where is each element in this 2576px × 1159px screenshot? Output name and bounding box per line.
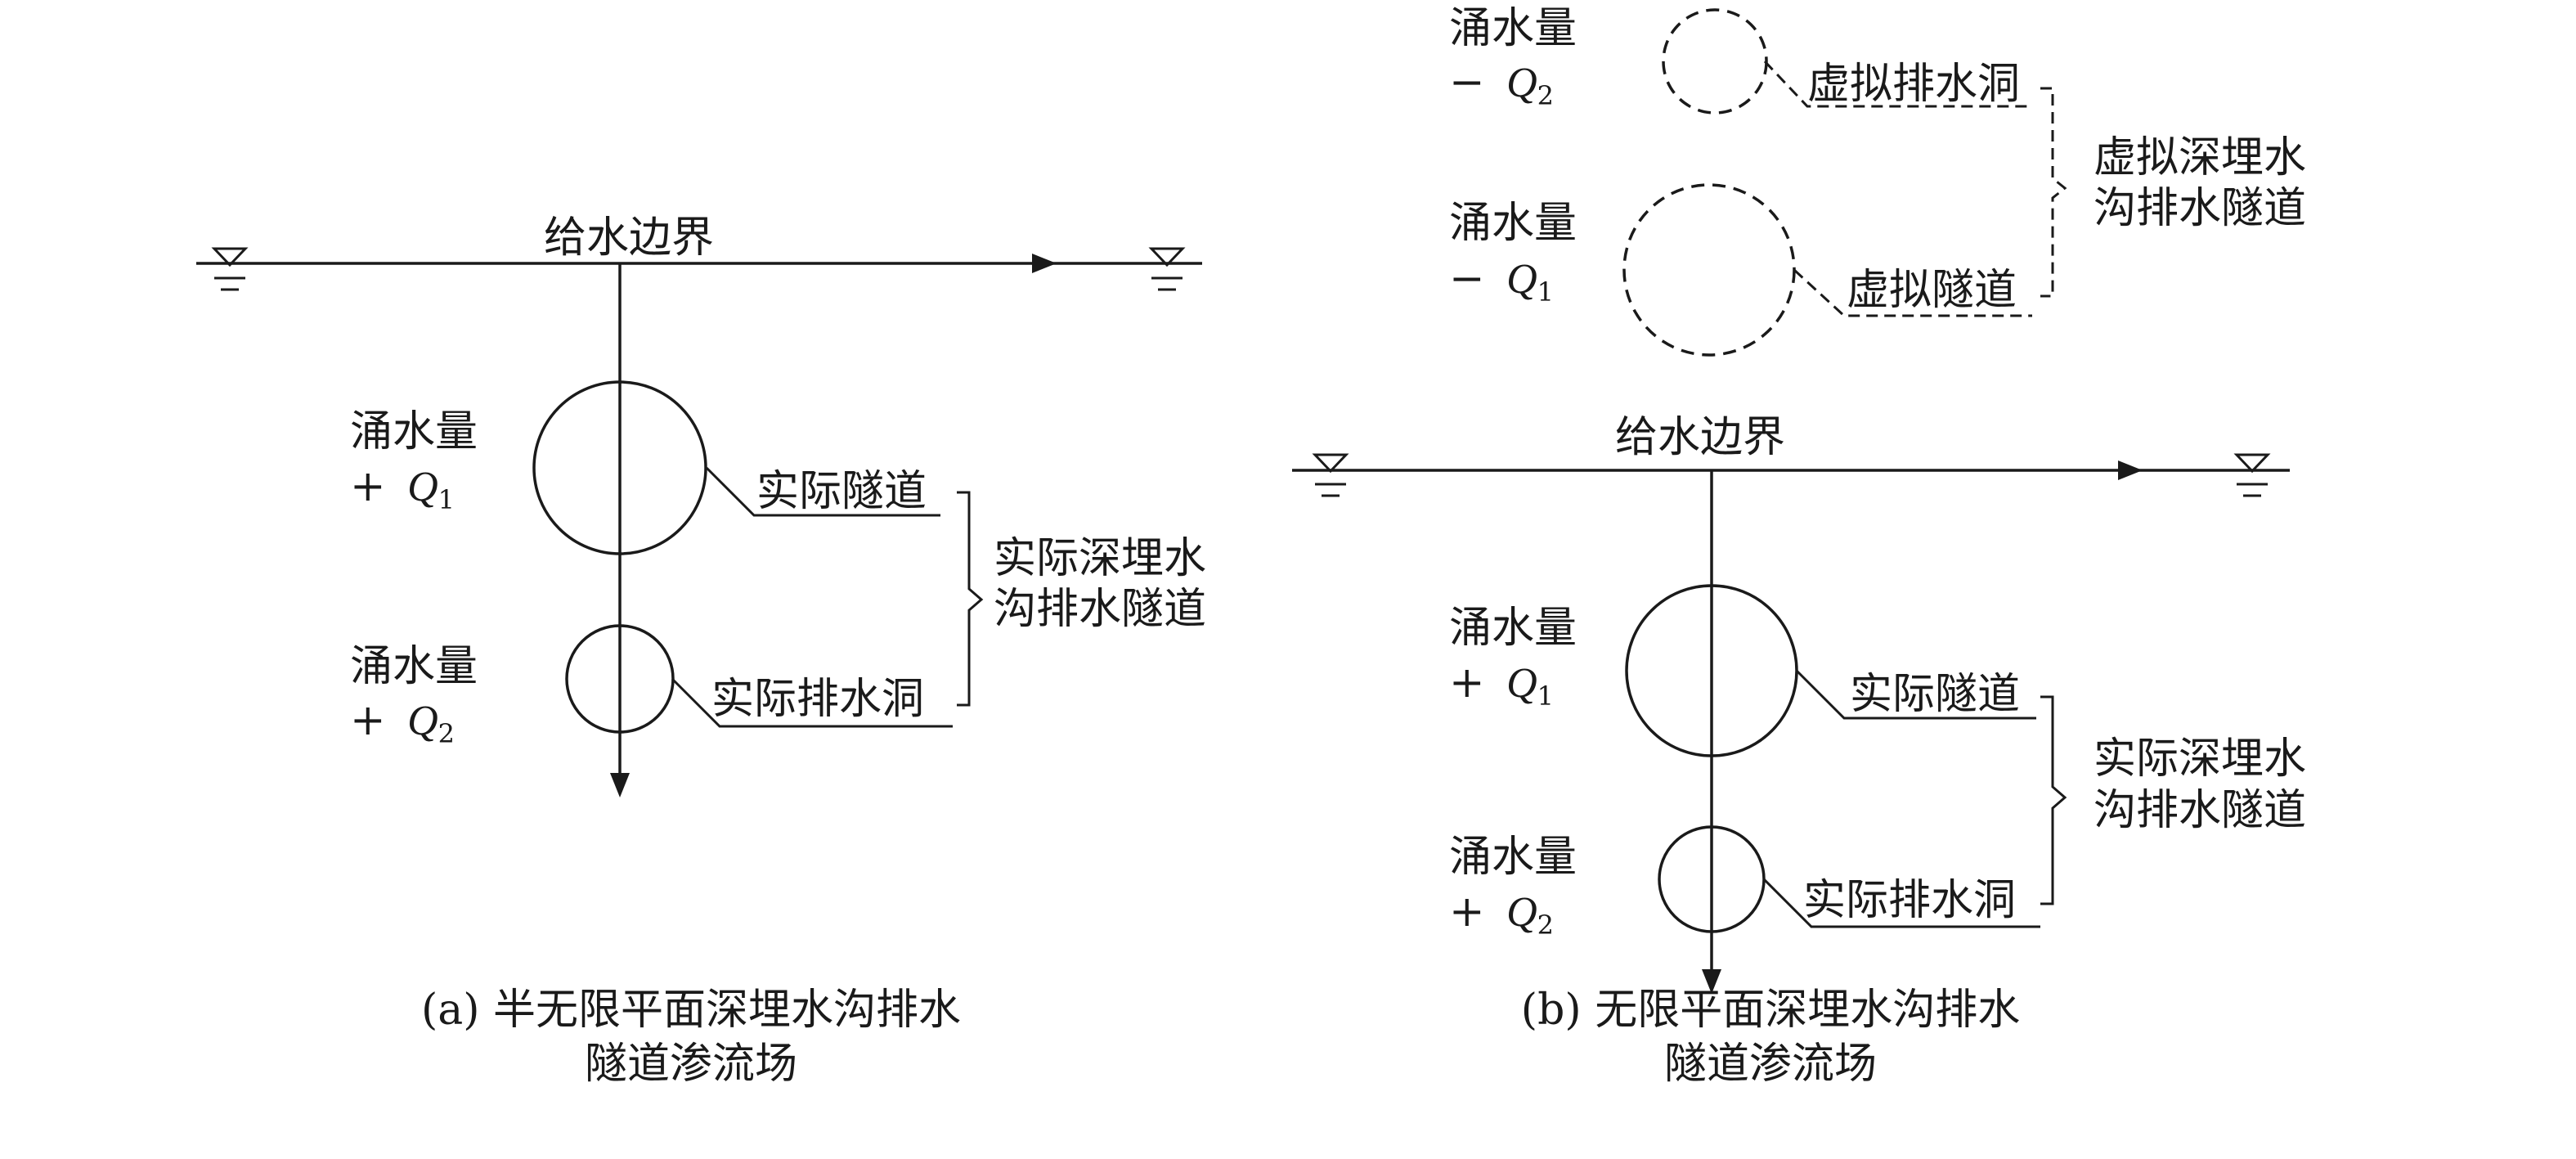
water-level-icon	[211, 247, 249, 291]
group-label-line1: 实际深埋水	[994, 534, 1206, 583]
axis-arrow-icon	[1702, 969, 1721, 994]
inflow-expr-2: + Q2	[350, 696, 455, 749]
virtual-drain-label: 虚拟排水洞	[1807, 60, 2020, 109]
tunnel-leader	[1795, 669, 2036, 720]
actual-tunnel-circle	[532, 380, 707, 555]
boundary-arrow-icon	[1032, 254, 1057, 273]
virtual-group-line1: 虚拟深埋水	[2094, 133, 2306, 182]
axis-arrow-icon	[610, 773, 630, 797]
virtual-inflow-label-2: 涌水量	[1449, 4, 1577, 53]
caption-a-line1: (a) 半无限平面深埋水沟排水	[421, 986, 961, 1035]
boundary-label: 给水边界	[1615, 413, 1785, 462]
group-bracket	[957, 491, 984, 707]
inflow-expr-1: + Q1	[1449, 658, 1554, 712]
group-label-line1: 实际深埋水	[2094, 734, 2306, 784]
group-bracket	[2040, 695, 2067, 905]
inflow-label-2: 涌水量	[350, 642, 478, 691]
caption-a-line2: 隧道渗流场	[585, 1040, 797, 1089]
water-level-icon	[1312, 453, 1349, 497]
virtual-inflow-expr-1: − Q1	[1449, 254, 1554, 308]
drain-label: 实际排水洞	[711, 675, 924, 724]
virtual-tunnel-leader	[1793, 268, 2032, 317]
virtual-tunnel-label: 虚拟隧道	[1847, 266, 2017, 315]
caption-b-line1: (b) 无限平面深埋水沟排水	[1521, 986, 2020, 1035]
virtual-drain-leader	[1763, 60, 2032, 108]
virtual-group-bracket	[2040, 87, 2067, 298]
drain-leader	[671, 677, 953, 728]
inflow-label-1: 涌水量	[350, 407, 478, 456]
caption-b-line2: 隧道渗流场	[1664, 1040, 1877, 1089]
tunnel-label: 实际隧道	[1850, 670, 2020, 719]
water-level-icon	[1148, 247, 1186, 291]
boundary-label: 给水边界	[544, 213, 714, 263]
tunnel-label: 实际隧道	[756, 467, 927, 516]
tunnel-leader	[705, 466, 940, 517]
inflow-label-1: 涌水量	[1449, 604, 1577, 653]
group-label-line2: 沟排水隧道	[994, 585, 1206, 634]
boundary-arrow-icon	[2118, 460, 2143, 480]
group-label-line2: 沟排水隧道	[2094, 786, 2306, 835]
inflow-expr-2: + Q2	[1449, 887, 1554, 941]
panel-b: 虚拟排水洞 虚拟隧道 虚拟深埋水 沟排水隧道 涌水量 − Q2 涌水量 − Q1…	[1292, 4, 2306, 1089]
virtual-tunnel-circle	[1622, 183, 1796, 357]
drain-label: 实际排水洞	[1803, 876, 2016, 925]
inflow-label-2: 涌水量	[1449, 833, 1577, 882]
virtual-inflow-label-1: 涌水量	[1449, 199, 1577, 248]
virtual-inflow-expr-2: − Q2	[1449, 58, 1554, 111]
drain-leader	[1762, 878, 2040, 928]
panel-a: 给水边界 实际隧道 实际排水洞 实际深埋水 沟排水隧道 涌水量 +	[196, 213, 1206, 1089]
inflow-expr-1: + Q1	[350, 462, 455, 515]
virtual-drain-circle	[1662, 8, 1768, 115]
water-level-icon	[2233, 453, 2271, 497]
virtual-group-line2: 沟排水隧道	[2094, 184, 2306, 233]
